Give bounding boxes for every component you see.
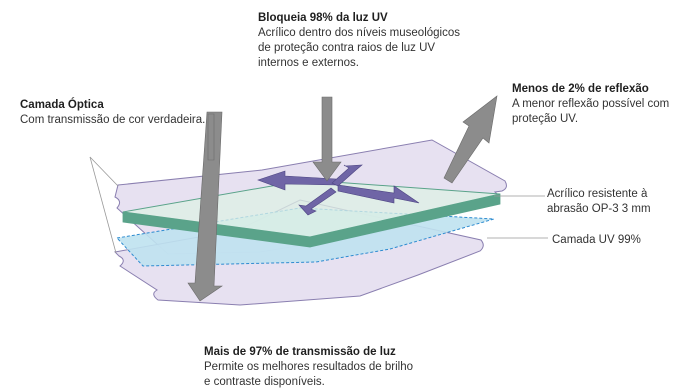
reflection-title: Menos de 2% de reflexão	[512, 83, 649, 95]
reflection-desc: A menor reflexão possível com proteção U…	[512, 98, 670, 125]
uv-layer-label: Camada UV 99%	[552, 234, 641, 246]
optical-arrow	[207, 113, 215, 161]
reflection-arrow	[443, 95, 498, 184]
optical-desc: Com transmissão de cor verdadeira.	[20, 114, 206, 126]
uv-block-arrow	[312, 96, 342, 182]
leader-lines	[89, 156, 548, 254]
acrylic-label: Acrílico resistente à abrasão OP-3 3 mm	[547, 188, 651, 215]
reflection-callout: Menos de 2% de reflexão A menor reflexão…	[512, 82, 692, 127]
uv-block-callout: Bloqueia 98% da luz UV Acrílico dentro d…	[258, 11, 528, 71]
uv-block-desc: Acrílico dentro dos níveis museológicos …	[258, 27, 460, 69]
optical-callout: Camada Óptica Com transmissão de cor ver…	[20, 98, 260, 128]
transmission-title: Mais de 97% de transmissão de luz	[204, 346, 396, 358]
transmission-callout: Mais de 97% de transmissão de luz Permit…	[204, 345, 504, 390]
optical-title: Camada Óptica	[20, 99, 104, 111]
surface-arrows	[257, 164, 420, 216]
transmission-desc: Permite os melhores resultados de brilho…	[204, 361, 414, 388]
uv-block-title: Bloqueia 98% da luz UV	[258, 12, 388, 24]
